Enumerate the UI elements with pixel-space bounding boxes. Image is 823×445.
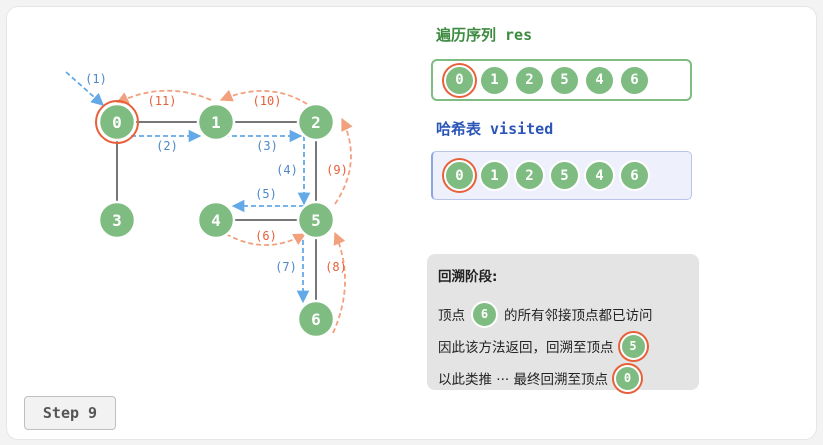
- info-node-0: 0: [613, 364, 641, 392]
- res-title: 遍历序列 res: [436, 26, 533, 44]
- step-arrow-8: [332, 231, 346, 334]
- step-arrow-10: [219, 89, 308, 105]
- node-6: [296, 299, 336, 339]
- node-label-4: 4: [211, 211, 221, 230]
- info-panel: 回溯阶段: 顶点 6 的所有邻接顶点都已访问 因此该方法返回，回溯至顶点 5 以…: [427, 254, 699, 392]
- visited-title: 哈希表 visited: [436, 120, 554, 138]
- step-label-1: (1): [85, 72, 107, 86]
- info-node-6: 6: [471, 300, 498, 328]
- visited-chip-4: 4: [584, 160, 615, 191]
- node-0: [97, 102, 137, 142]
- visited-chip-1: 1: [479, 160, 510, 191]
- res-chip-6: 6: [619, 64, 650, 96]
- step-label-8: (8): [325, 260, 347, 274]
- res-chip-4: 4: [584, 64, 615, 96]
- info-title: 回溯阶段:: [438, 269, 498, 285]
- step-label-10: (10): [253, 94, 282, 108]
- res-chip-5: 5: [549, 64, 580, 96]
- node-label-2: 2: [311, 113, 321, 132]
- step-label-11: (11): [148, 94, 177, 108]
- info-line1-after: 的所有邻接顶点都已访问: [504, 308, 653, 324]
- res-chip-1: 1: [479, 64, 510, 96]
- step-label-5: (5): [255, 187, 277, 201]
- info-line-3: 以此类推 ··· 最终回溯至顶点 0: [438, 362, 699, 394]
- step-label-2: (2): [156, 139, 178, 153]
- node-label-5: 5: [311, 211, 321, 230]
- node-label-3: 3: [112, 211, 122, 230]
- node-4: [196, 200, 236, 240]
- visited-chip-5: 5: [549, 160, 580, 191]
- node-5: [296, 200, 336, 240]
- step-indicator[interactable]: Step 9: [24, 396, 116, 430]
- info-line1-before: 顶点: [438, 308, 465, 324]
- step-arrow-6: [225, 233, 307, 246]
- visited-chip-6: 6: [619, 160, 650, 191]
- node-label-0: 0: [112, 113, 122, 132]
- node-label-6: 6: [311, 310, 321, 329]
- node-3: [97, 200, 137, 240]
- visited-chip-2: 2: [514, 160, 545, 191]
- step-label-6: (6): [255, 229, 277, 243]
- step-arrow-11: [115, 89, 212, 104]
- info-line2-text: 因此该方法返回，回溯至顶点: [438, 340, 614, 356]
- node-highlight-ring: [95, 100, 139, 144]
- step-arrow-9: [334, 117, 353, 205]
- visited-chip-0: 0: [444, 160, 475, 191]
- step-label-7: (7): [275, 260, 297, 274]
- info-line-1: 顶点 6 的所有邻接顶点都已访问: [438, 298, 699, 330]
- node-label-1: 1: [211, 113, 221, 132]
- info-line-2: 因此该方法返回，回溯至顶点 5: [438, 330, 699, 362]
- step-arrow-1: [65, 71, 104, 106]
- res-chip-0: 0: [444, 64, 475, 96]
- info-line3-text: 以此类推 ··· 最终回溯至顶点: [438, 372, 608, 388]
- info-node-5: 5: [619, 332, 647, 360]
- res-chip-2: 2: [514, 64, 545, 96]
- step-label-4: (4): [276, 163, 298, 177]
- step-label-9: (9): [326, 163, 348, 177]
- node-1: [196, 102, 236, 142]
- node-2: [296, 102, 336, 142]
- step-label-3: (3): [256, 139, 278, 153]
